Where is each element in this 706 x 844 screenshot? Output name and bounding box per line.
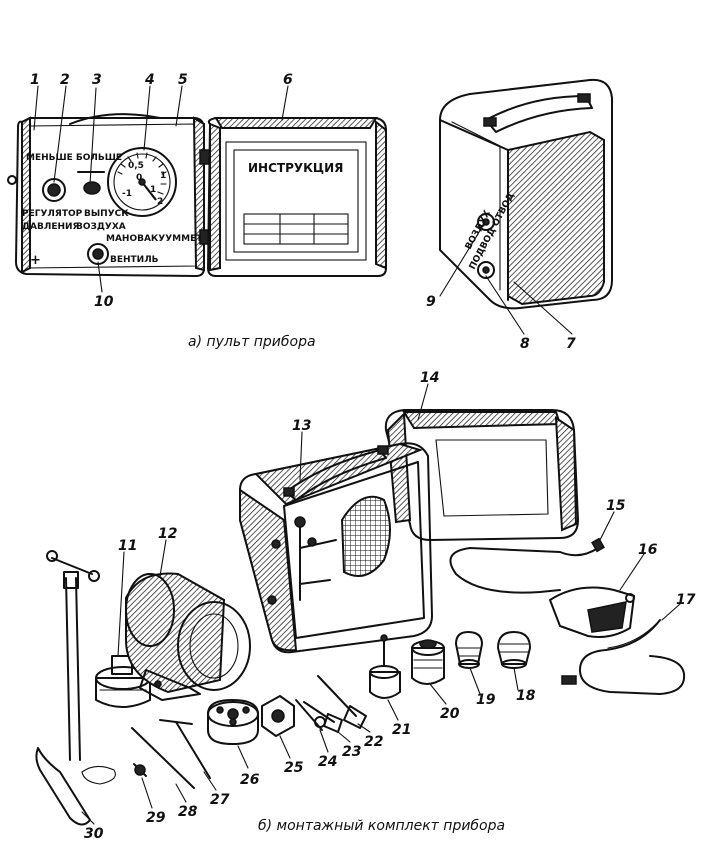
small-part-29 xyxy=(133,763,147,777)
callout-14: 14 xyxy=(420,370,439,386)
callout-22: 22 xyxy=(364,734,383,750)
callout-9: 9 xyxy=(426,294,436,310)
callout-30: 30 xyxy=(84,826,104,842)
pressure-regulator-label: ДАВЛЕНИЯ xyxy=(22,222,80,232)
pressure-gauge xyxy=(107,147,177,217)
air-outlet-label: ВЫПУСК xyxy=(84,209,129,219)
callout-29: 29 xyxy=(146,810,166,826)
fitting-20 xyxy=(411,639,445,685)
bottom-leader-lines xyxy=(81,383,681,825)
callout-21: 21 xyxy=(392,722,411,738)
bolts xyxy=(295,675,367,733)
plus-sign: + xyxy=(30,253,41,268)
callout-11: 11 xyxy=(118,538,137,554)
callout-3: 3 xyxy=(92,72,102,88)
callout-26: 26 xyxy=(240,772,260,788)
cord xyxy=(449,547,599,594)
caption-console: а) пульт прибора xyxy=(188,334,316,350)
gauge-scale-label: 0,5 xyxy=(128,161,144,171)
valve-label: ВЕНТИЛЬ xyxy=(110,255,159,265)
air-outlet-port xyxy=(477,261,495,279)
callout-24: 24 xyxy=(318,754,337,770)
callout-12: 12 xyxy=(158,526,177,542)
instruction-title: ИНСТРУКЦИЯ xyxy=(248,161,343,175)
round-die xyxy=(207,699,259,745)
callout-7: 7 xyxy=(566,336,576,352)
rod-28 xyxy=(131,727,195,789)
callout-15: 15 xyxy=(606,498,626,514)
callout-28: 28 xyxy=(178,804,198,820)
vacuum-gauge-label: МАНОВАКУУММЕТР xyxy=(106,234,209,244)
callout-4: 4 xyxy=(144,72,155,88)
fitting-18 xyxy=(497,631,531,669)
callout-5: 5 xyxy=(178,72,188,88)
callout-19: 19 xyxy=(476,692,496,708)
callout-20: 20 xyxy=(440,706,460,722)
coiled-hose xyxy=(561,619,686,695)
callout-25: 25 xyxy=(284,760,304,776)
air-inlet-port xyxy=(477,213,495,231)
t-wrench xyxy=(159,719,211,779)
callout-8: 8 xyxy=(520,336,530,352)
callout-2: 2 xyxy=(60,72,70,88)
gauge-scale-label: 1 xyxy=(160,171,166,181)
callout-13: 13 xyxy=(292,418,311,434)
console-panel: 0,5 1 -1 0 1 2 МЕНЬШЕ БОЛЬШЕ РЕГУЛЯТОР Д… xyxy=(7,113,211,277)
nut xyxy=(261,695,295,737)
callout-17: 17 xyxy=(676,592,696,608)
callout-23: 23 xyxy=(342,744,361,760)
connector-block xyxy=(549,586,635,638)
hand-pump xyxy=(35,550,116,826)
fitting-21 xyxy=(369,634,401,699)
air-outlet-label: ВОЗДУХА xyxy=(76,222,126,232)
gauge-scale-label: -1 xyxy=(122,189,132,199)
drum-12 xyxy=(125,572,251,701)
instruction-lid: ИНСТРУКЦИЯ xyxy=(207,117,387,277)
case-body xyxy=(239,442,433,654)
gauge-scale-label: 0 xyxy=(136,173,142,183)
callout-16: 16 xyxy=(638,542,658,558)
fitting-19 xyxy=(455,631,483,669)
closed-case: ВОЗДУХ ПОДВОД ОТВОД xyxy=(439,78,613,310)
caption-kit: б) монтажный комплект прибора xyxy=(258,818,505,834)
callout-1: 1 xyxy=(30,72,40,88)
callout-18: 18 xyxy=(516,688,536,704)
pressure-regulator-label: РЕГУЛЯТОР xyxy=(22,209,83,219)
top-leader-lines xyxy=(33,85,573,335)
callout-10: 10 xyxy=(94,294,114,310)
less-more-label: МЕНЬШЕ БОЛЬШЕ xyxy=(26,153,122,163)
callout-27: 27 xyxy=(210,792,230,808)
gauge-scale-label: 2 xyxy=(157,197,163,207)
open-lid xyxy=(384,409,579,541)
gauge-scale-label: 1 xyxy=(150,185,156,195)
callout-6: 6 xyxy=(283,72,293,88)
